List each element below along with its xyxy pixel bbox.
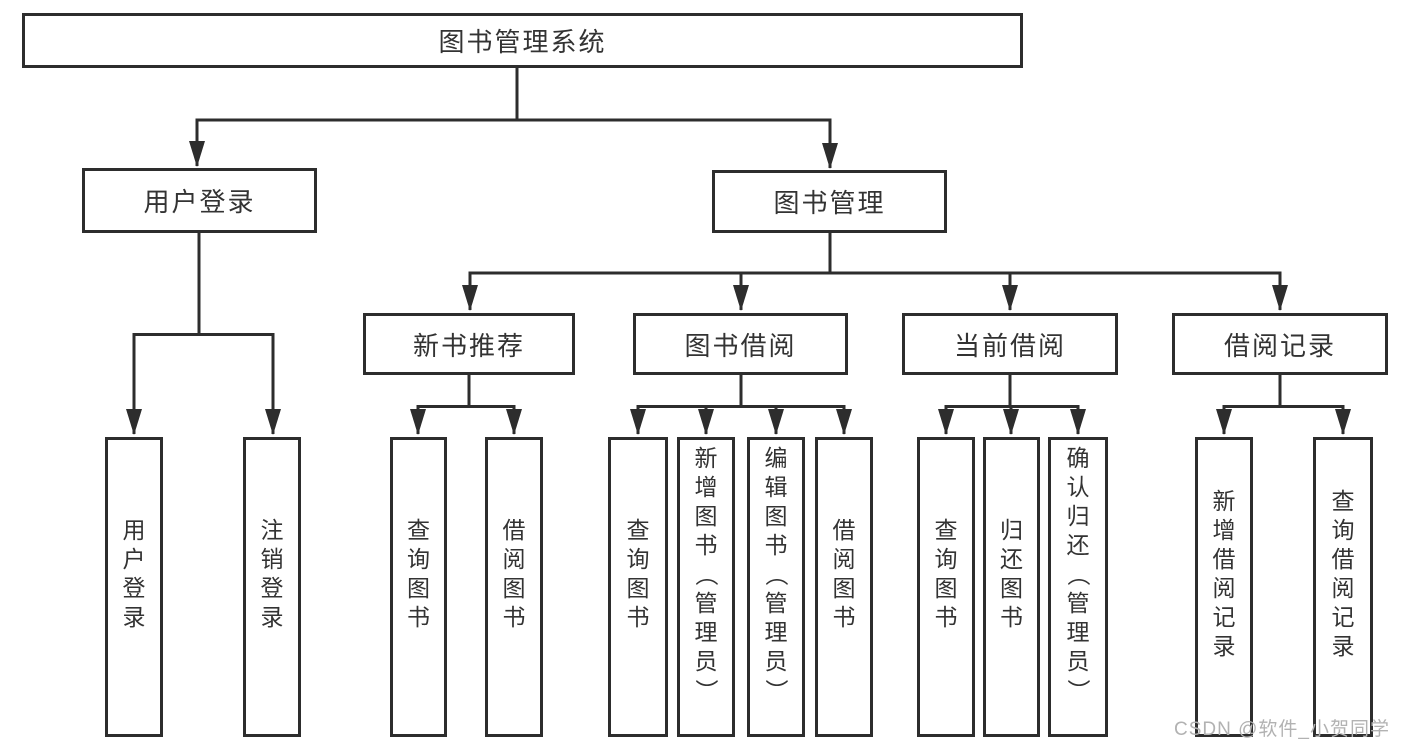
node-book-management: 图书管理 bbox=[712, 170, 947, 233]
leaf-query-books-borrow: 查询图书 bbox=[608, 437, 668, 737]
leaf-return-books: 归还图书 bbox=[983, 437, 1040, 737]
node-user-login: 用户登录 bbox=[82, 168, 317, 233]
watermark: CSDN @软件_小贺同学 bbox=[1174, 719, 1390, 740]
leaf-confirm-return-admin: 确认归还（管理员） bbox=[1048, 437, 1108, 737]
node-root: 图书管理系统 bbox=[22, 13, 1023, 68]
leaf-logout: 注销登录 bbox=[243, 437, 301, 737]
leaf-edit-book-admin: 编辑图书（管理员） bbox=[747, 437, 805, 737]
node-new-book-recommendation: 新书推荐 bbox=[363, 313, 575, 375]
node-book-borrowing: 图书借阅 bbox=[633, 313, 848, 375]
leaf-user-login: 用户登录 bbox=[105, 437, 163, 737]
leaf-query-books-recommend: 查询图书 bbox=[390, 437, 447, 737]
leaf-borrow-books-recommend: 借阅图书 bbox=[485, 437, 543, 737]
leaf-add-book-admin: 新增图书（管理员） bbox=[677, 437, 735, 737]
leaf-borrow-books: 借阅图书 bbox=[815, 437, 873, 737]
leaf-query-borrow-record: 查询借阅记录 bbox=[1313, 437, 1373, 737]
node-current-borrowing: 当前借阅 bbox=[902, 313, 1118, 375]
leaf-query-books-current: 查询图书 bbox=[917, 437, 975, 737]
leaf-add-borrow-record: 新增借阅记录 bbox=[1195, 437, 1253, 737]
node-borrowing-records: 借阅记录 bbox=[1172, 313, 1388, 375]
